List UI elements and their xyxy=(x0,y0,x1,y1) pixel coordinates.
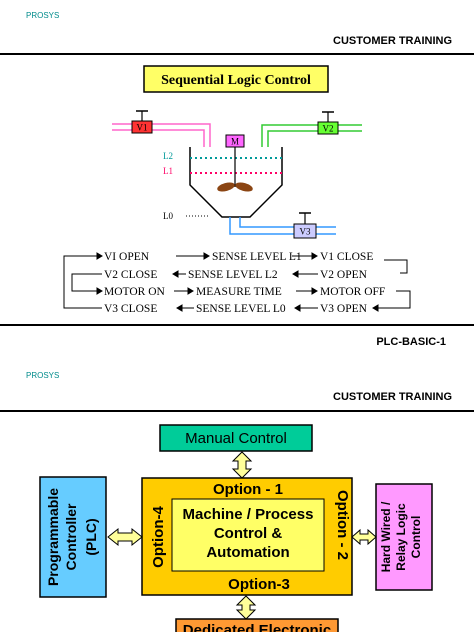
arrow-right-icon xyxy=(96,287,103,295)
sequence-arrows xyxy=(63,252,411,312)
center-line-2: Control & xyxy=(214,525,282,542)
footer-divider xyxy=(0,324,474,326)
arrow-right-icon xyxy=(187,287,194,295)
center-box xyxy=(171,498,325,572)
arrow-left-icon xyxy=(292,270,299,278)
arrow-left-icon xyxy=(176,304,183,312)
seq-r4-c1: V3 CLOSE xyxy=(104,303,157,315)
tank xyxy=(189,147,283,218)
seq-r4-c3: V3 OPEN xyxy=(320,303,368,315)
arrow-left-icon xyxy=(294,304,301,312)
relay-line-1: Hard Wired / xyxy=(379,501,393,572)
seq-r1-c3: V1 CLOSE xyxy=(320,251,373,263)
valve-v1-label: V1 xyxy=(137,123,148,133)
seq-r1-c2: SENSE LEVEL L1 xyxy=(212,251,302,263)
sequential-logic-diagram: Sequential Logic Control V1 V2 L2 L1 L0 … xyxy=(63,65,411,315)
option-1-label: Option - 1 xyxy=(213,481,283,498)
relay-line-2: Relay Logic xyxy=(394,503,408,571)
seq-r3-c1: MOTOR ON xyxy=(104,286,166,298)
seq-r2-c2: SENSE LEVEL L2 xyxy=(188,269,278,281)
center-line-3: Automation xyxy=(206,544,289,561)
arrow-right-icon xyxy=(96,252,103,260)
arrow-right-icon xyxy=(311,252,318,260)
v1-pipe-right-2 xyxy=(152,129,205,151)
v2-pipe-left xyxy=(261,124,318,151)
slide-footer: PLC-BASIC-1 xyxy=(376,336,446,348)
option-3-label: Option-3 xyxy=(228,576,290,593)
sequence-table: VI OPEN SENSE LEVEL L1 V1 CLOSE V2 CLOSE… xyxy=(104,251,385,315)
seq-r4-c2: SENSE LEVEL L0 xyxy=(196,303,286,315)
slide-header: CUSTOMER TRAINING xyxy=(333,35,452,47)
motor-label: M xyxy=(231,137,239,147)
seq-r2-c3: V2 OPEN xyxy=(320,269,368,281)
slide-1: PROSYS CUSTOMER TRAINING Sequential Logi… xyxy=(0,11,474,348)
dedicated-electronic-label: Dedicated Electronic xyxy=(183,622,331,632)
v2-pipe-left-2 xyxy=(267,130,318,151)
level-l2-label: L2 xyxy=(163,151,173,161)
plc-box xyxy=(39,476,107,598)
arrow-right-icon xyxy=(203,252,210,260)
brand-logo-text: PROSYS xyxy=(26,11,60,20)
level-l1-label: L1 xyxy=(163,166,173,176)
seq-r3-c2: MEASURE TIME xyxy=(196,286,282,298)
plc-line-1: Programmable xyxy=(45,488,61,586)
agitator-blade-icon xyxy=(217,182,253,192)
option-2-label: Option - 2 xyxy=(334,490,351,560)
outlet-pipe-2 xyxy=(239,217,294,228)
plc-line-2: Controller xyxy=(63,503,79,570)
relay-line-3: Control xyxy=(409,516,423,559)
arrow-left-icon xyxy=(172,270,179,278)
dedicated-electronic-box xyxy=(175,618,339,632)
option-4-label: Option-4 xyxy=(150,506,167,568)
valve-v2 xyxy=(317,121,339,135)
double-arrow-icon xyxy=(351,528,377,546)
plc-line-3: (PLC) xyxy=(83,518,99,555)
double-arrow-icon xyxy=(231,451,253,479)
double-arrow-icon xyxy=(235,595,257,620)
relay-box xyxy=(375,483,433,591)
arrow-left-icon xyxy=(372,304,379,312)
seq-r3-c3: MOTOR OFF xyxy=(320,286,385,298)
center-line-1: Machine / Process xyxy=(183,506,314,523)
seq-r1-c1: VI OPEN xyxy=(104,251,150,263)
seq-r2-c1: V2 CLOSE xyxy=(104,269,157,281)
arrow-right-icon xyxy=(311,287,318,295)
header-divider xyxy=(0,53,474,55)
valve-v1 xyxy=(131,120,153,134)
valve-v3-label: V3 xyxy=(300,227,311,237)
valve-v3 xyxy=(293,223,317,239)
title-box xyxy=(143,65,329,93)
control-options-diagram: Manual Control Option - 1 Option-3 Optio… xyxy=(39,424,433,632)
outlet-pipe xyxy=(229,217,294,235)
valve-v2-label: V2 xyxy=(323,124,334,134)
manual-control-box xyxy=(159,424,313,452)
double-arrow-icon xyxy=(107,527,143,547)
brand-logo-text: PROSYS xyxy=(26,371,60,380)
header-divider xyxy=(0,410,474,412)
diagram-title: Sequential Logic Control xyxy=(161,73,311,88)
manual-control-label: Manual Control xyxy=(185,430,287,447)
slide-2: PROSYS CUSTOMER TRAINING Manual Control … xyxy=(0,358,474,632)
level-l0-label: L0 xyxy=(163,211,173,221)
slide-header: CUSTOMER TRAINING xyxy=(333,391,452,403)
v1-pipe-right xyxy=(152,123,211,151)
